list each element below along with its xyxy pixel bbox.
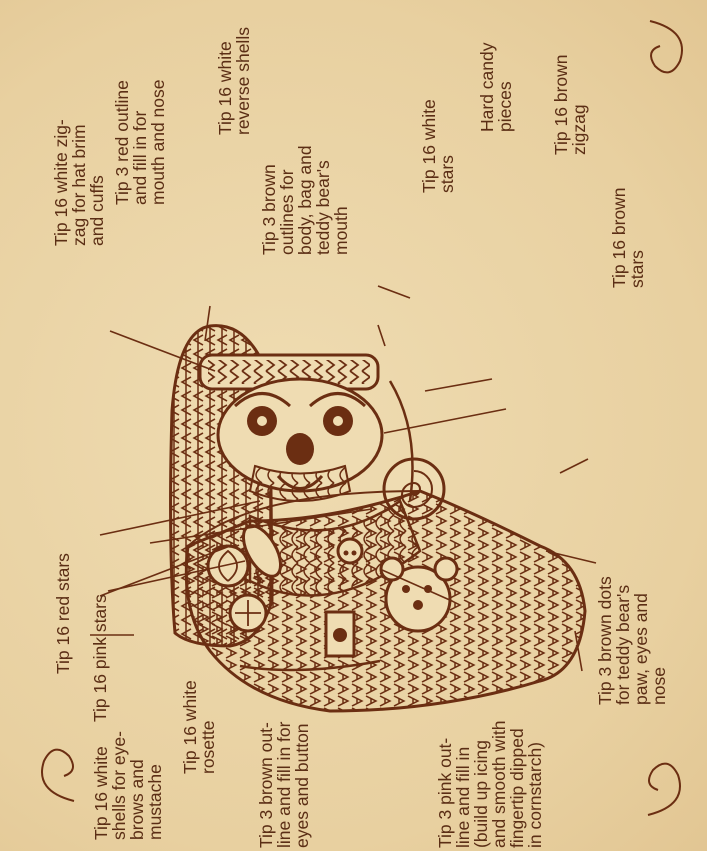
label-brown-outlines-body: Tip 3 brown outlines for body, bag and t… [260,145,350,255]
label-white-rosette: Tip 16 white rosette [181,680,217,774]
ornament-curl-icon [638,745,698,825]
label-red-stars: Tip 16 red stars [54,553,72,674]
ornament-curl-icon [640,11,700,91]
belt-buckle [326,612,354,656]
ornament-curl-icon [24,731,90,811]
label-brown-stars: Tip 16 brown stars [610,187,646,288]
label-pink-stars: Tip 16 pink stars [91,594,109,722]
label-white-reverse-shells: Tip 16 white reverse shells [216,27,252,135]
label-red-outline-mouth: Tip 3 red outline and fill in for mouth … [113,79,167,205]
label-brown-zigzag: Tip 16 brown zigzag [552,54,588,155]
label-brown-dots: Tip 3 brown dots for teddy bear's paw, e… [596,576,668,705]
label-white-zigzag: Tip 16 white zig- zag for hat brim and c… [52,119,106,246]
label-brown-outline-eyes: Tip 3 brown out- line and fill in for ey… [257,722,311,848]
label-white-stars: Tip 16 white stars [420,99,456,193]
label-white-shells: Tip 16 white shells for eye- brows and m… [92,731,164,840]
label-pink-outline: Tip 3 pink out- line and fill in (build … [436,721,544,848]
label-hard-candy: Hard candy pieces [478,43,514,133]
